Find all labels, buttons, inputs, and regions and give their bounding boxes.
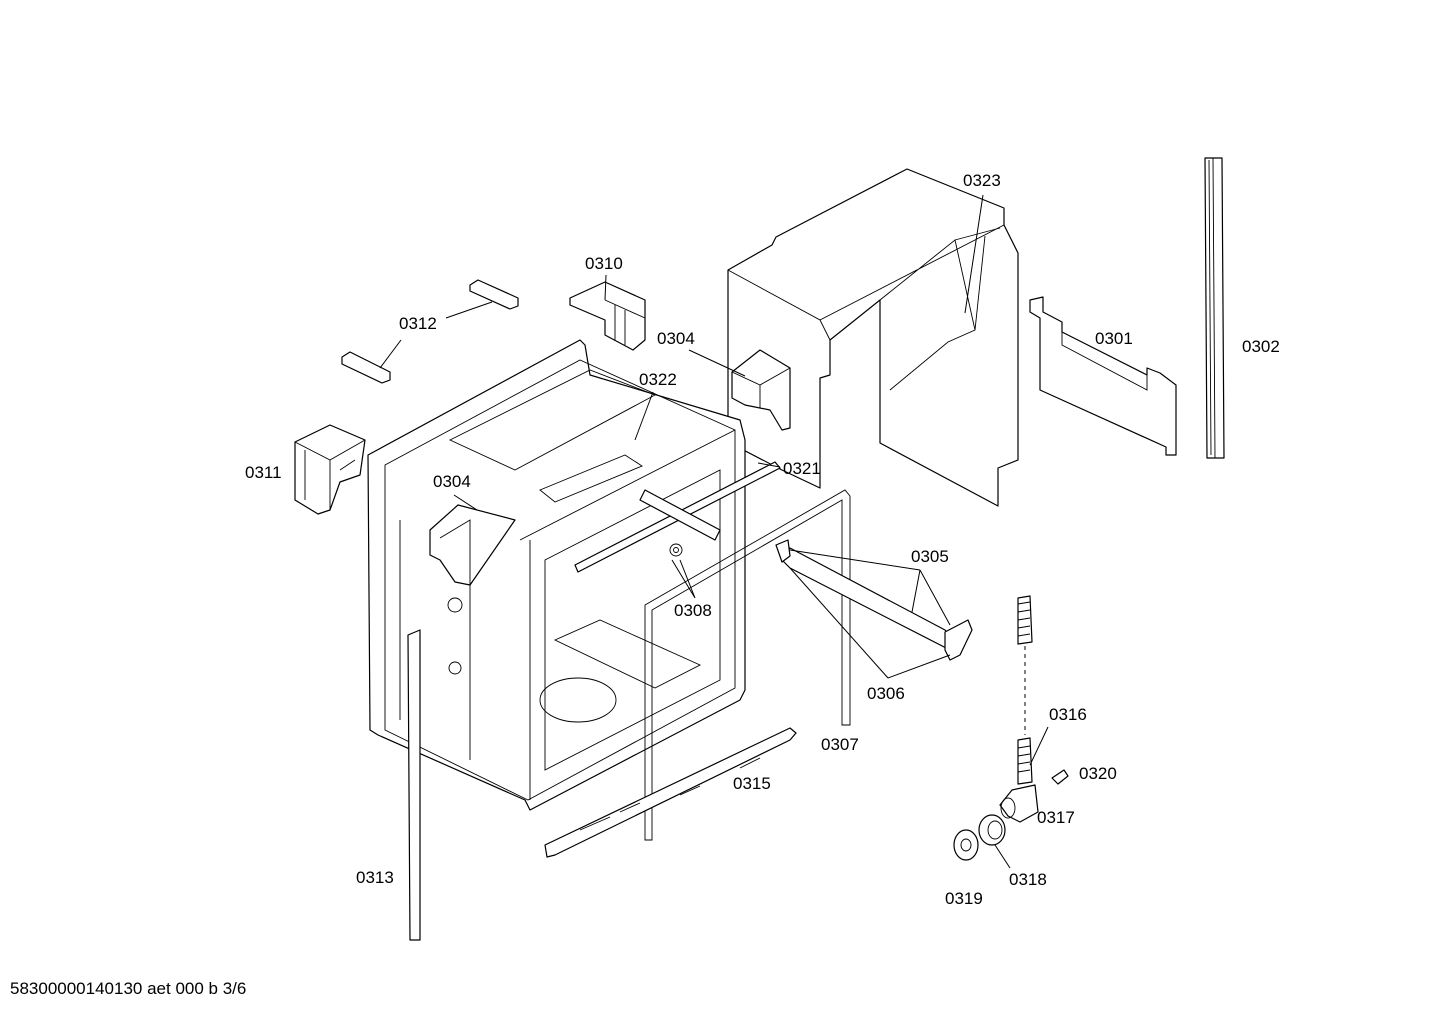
part-0316-threaded-rod bbox=[1017, 595, 1033, 785]
part-0319-disc bbox=[953, 829, 979, 861]
callout-0308: 0308 bbox=[674, 601, 712, 620]
part-0311-clip bbox=[294, 424, 366, 515]
callout-0316: 0316 bbox=[1049, 705, 1087, 724]
callout-0312: 0312 bbox=[399, 314, 437, 333]
callout-0307: 0307 bbox=[821, 735, 859, 754]
callout-0313: 0313 bbox=[356, 868, 394, 887]
part-0310-clip bbox=[569, 281, 646, 351]
part-0312-plates bbox=[341, 279, 519, 384]
callout-0311: 0311 bbox=[245, 463, 282, 482]
part-0307-seal bbox=[644, 489, 851, 841]
part-0304-bracket-left bbox=[429, 504, 516, 586]
callout-labels: 0323 0310 0312 0304 0301 0302 0322 0311 … bbox=[245, 171, 1280, 908]
callout-0321: 0323 bbox=[963, 171, 1001, 190]
leader-lines bbox=[379, 194, 1049, 869]
part-0313-side-strip bbox=[407, 629, 421, 941]
callout-0318: 0318 bbox=[1009, 870, 1047, 889]
callout-0301: 0301 bbox=[1095, 329, 1133, 348]
callout-0323: 0322 bbox=[639, 370, 677, 389]
part-0315-base-strip bbox=[544, 727, 797, 858]
callout-0310: 0310 bbox=[585, 254, 623, 273]
part-0304-bracket-right bbox=[731, 349, 791, 431]
part-0305-spray-pipe bbox=[775, 539, 973, 661]
part-0302-side-strip bbox=[1204, 157, 1225, 459]
callout-0302: 0302 bbox=[1242, 337, 1280, 356]
part-0317-elbow bbox=[999, 784, 1039, 823]
part-0321-cover bbox=[727, 168, 1019, 507]
callout-0322: 0321 bbox=[783, 459, 821, 478]
part-0322-rail bbox=[574, 461, 781, 573]
part-0320-screw bbox=[1051, 769, 1069, 785]
callout-0319: 0319 bbox=[945, 889, 983, 908]
part-0318-ring bbox=[978, 814, 1006, 846]
callout-0320: 0320 bbox=[1079, 764, 1117, 783]
drawing-reference-number: 58300000140130 aet 000 b 3/6 bbox=[10, 979, 247, 998]
part-0301-bracket bbox=[1029, 296, 1177, 456]
callout-0305: 0305 bbox=[911, 547, 949, 566]
callout-0306: 0306 bbox=[867, 684, 905, 703]
callout-0317: 0317 bbox=[1037, 808, 1075, 827]
callout-0304-upper: 0304 bbox=[657, 329, 695, 348]
part-tub bbox=[367, 339, 746, 811]
callout-0304-lower: 0304 bbox=[433, 472, 471, 491]
callout-0315: 0315 bbox=[733, 774, 771, 793]
